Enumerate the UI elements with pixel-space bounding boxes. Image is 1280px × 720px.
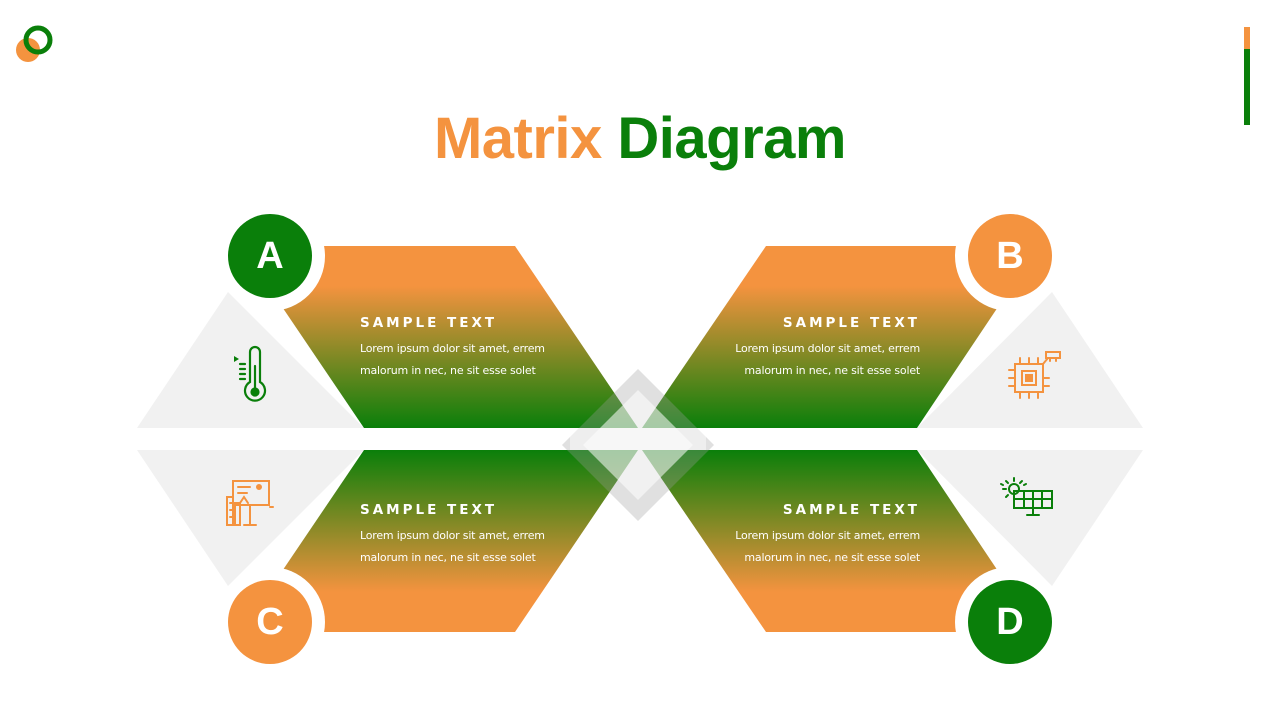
badge-d: [955, 567, 1065, 677]
quadrant-a-text: SAMPLE TEXT Lorem ipsum dolor sit amet, …: [360, 314, 580, 382]
center-diamond-inner: [583, 390, 693, 500]
shape-b: [642, 246, 1010, 428]
microchip-icon: [1008, 351, 1061, 399]
panel-d: [917, 450, 1143, 586]
solar-panel-icon: [1000, 477, 1053, 516]
badge-letter-c: C: [256, 601, 284, 643]
quadrant-d-text: SAMPLE TEXT Lorem ipsum dolor sit amet, …: [700, 501, 920, 569]
badge-letter-a: A: [256, 235, 284, 277]
quadrant-c-text: SAMPLE TEXT Lorem ipsum dolor sit amet, …: [360, 501, 580, 569]
edge-accent-bar: [1244, 27, 1250, 125]
presentation-chart-icon: [226, 480, 274, 526]
quadrant-b-line2: malorum in nec, ne sit esse solet: [744, 364, 920, 377]
shape-d: [642, 450, 1010, 632]
badge-c: [215, 567, 325, 677]
title-word-diagram: Diagram: [617, 106, 847, 171]
quadrant-c-line2: malorum in nec, ne sit esse solet: [360, 551, 536, 564]
badge-letter-b: B: [996, 235, 1024, 277]
page-title: Matrix Diagram: [0, 104, 1280, 174]
quadrant-a-line2: malorum in nec, ne sit esse solet: [360, 364, 536, 377]
badge-b: [955, 201, 1065, 311]
logo-icon: [16, 25, 53, 62]
quadrant-d-line1: Lorem ipsum dolor sit amet, errem: [735, 529, 920, 542]
thermometer-icon: [234, 345, 267, 402]
badge-letter-d: D: [996, 601, 1024, 643]
shape-a: [270, 246, 638, 428]
quadrant-d-heading: SAMPLE TEXT: [782, 502, 920, 518]
quadrant-b-line1: Lorem ipsum dolor sit amet, errem: [735, 342, 920, 355]
quadrant-c-heading: SAMPLE TEXT: [360, 502, 498, 518]
badge-a: [215, 201, 325, 311]
quadrant-b-heading: SAMPLE TEXT: [782, 315, 920, 331]
shape-c: [270, 450, 638, 632]
quadrant-d-line2: malorum in nec, ne sit esse solet: [744, 551, 920, 564]
quadrant-a-line1: Lorem ipsum dolor sit amet, errem: [360, 342, 545, 355]
quadrant-b-text: SAMPLE TEXT Lorem ipsum dolor sit amet, …: [700, 314, 920, 382]
quadrant-c-line1: Lorem ipsum dolor sit amet, errem: [360, 529, 545, 542]
title-word-matrix: Matrix: [433, 106, 602, 171]
quadrant-a-heading: SAMPLE TEXT: [360, 315, 498, 331]
